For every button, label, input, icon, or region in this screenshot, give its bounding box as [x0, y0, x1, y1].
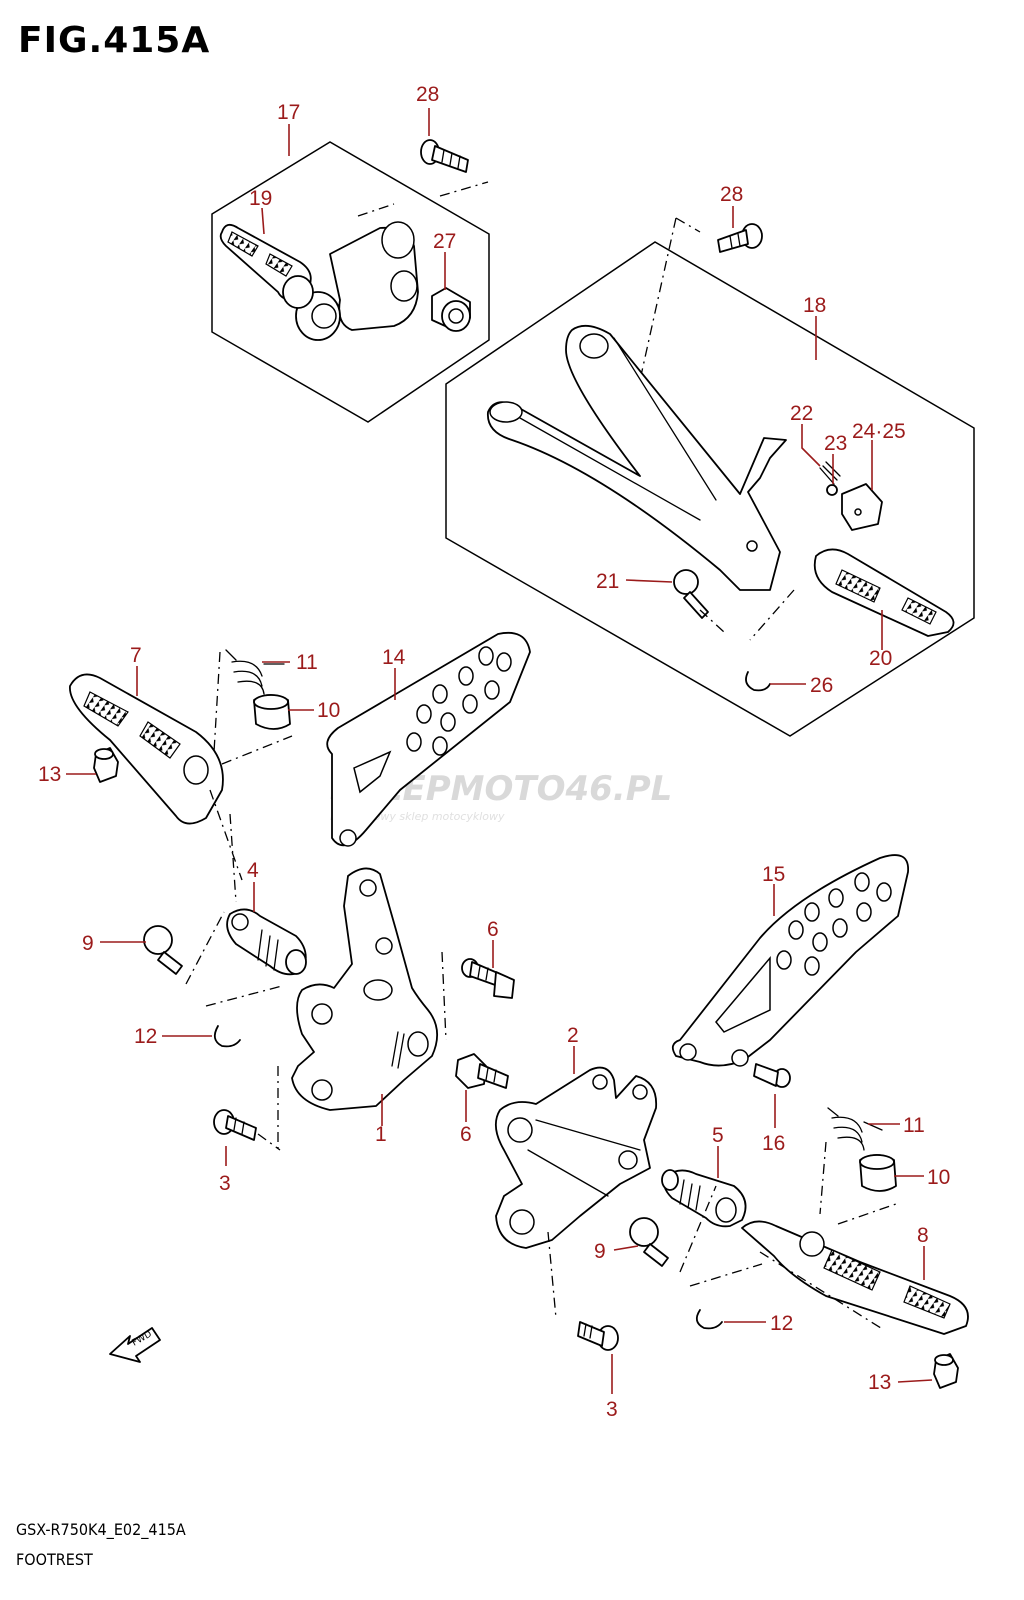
model-code: GSX-R750K4_E02_415A — [16, 1520, 186, 1539]
callout-24-25: 24·25 — [852, 420, 906, 443]
cap-13-left — [93, 747, 119, 783]
callout-3-left: 3 — [219, 1172, 231, 1195]
callout-14: 14 — [382, 646, 406, 669]
callout-26: 26 — [810, 674, 833, 697]
callout-18: 18 — [803, 294, 826, 317]
callout-12-left: 12 — [134, 1025, 157, 1048]
heel-plate-15 — [671, 854, 909, 1067]
figure-title: FIG.415A — [18, 20, 211, 61]
kit-box-17 — [211, 139, 490, 423]
callout-1: 1 — [375, 1123, 387, 1146]
footrest-bracket-18 — [487, 324, 787, 591]
callout-8: 8 — [917, 1224, 929, 1247]
bushing-27 — [431, 287, 471, 332]
footpeg-8 — [741, 1220, 969, 1335]
callout-4: 4 — [247, 859, 259, 882]
callout-3-right: 3 — [606, 1398, 618, 1421]
cap-13-right — [933, 1353, 959, 1389]
pivot-5-pin-9-clip-12-right — [629, 1169, 763, 1330]
bolt-6-lower — [455, 1053, 509, 1089]
leader-lines — [66, 108, 933, 1394]
plate-24-25 — [841, 483, 883, 531]
spring-11-left — [225, 649, 285, 695]
fwd-arrow-icon: FWD — [109, 1327, 161, 1363]
callout-10-left: 10 — [317, 699, 340, 722]
section-name: FOOTREST — [16, 1550, 93, 1569]
callout-11-right: 11 — [903, 1114, 925, 1137]
callout-21: 21 — [596, 570, 619, 593]
callout-13-left: 13 — [38, 763, 61, 786]
bolt-16 — [753, 1063, 791, 1088]
callout-5: 5 — [712, 1124, 724, 1147]
callout-16: 16 — [762, 1132, 785, 1155]
bolt-28-right — [639, 217, 763, 381]
callout-6-lower: 6 — [460, 1123, 472, 1146]
callout-6-upper: 6 — [487, 918, 499, 941]
callout-22: 22 — [790, 402, 813, 425]
bolt-28-top — [420, 139, 489, 197]
callout-7: 7 — [130, 644, 142, 667]
collar-10-left — [253, 694, 291, 730]
callout-13-right: 13 — [868, 1371, 891, 1394]
left-footpeg-assembly — [69, 649, 293, 903]
bolt-3-left — [213, 1109, 281, 1151]
clip-26 — [745, 671, 771, 692]
callout-19: 19 — [249, 187, 272, 210]
callout-27: 27 — [433, 230, 456, 253]
callout-2: 2 — [567, 1024, 579, 1047]
kit-box-18 — [445, 217, 975, 737]
footpeg-20 — [749, 548, 955, 641]
bolt-6-upper — [461, 958, 515, 999]
callout-28-top: 28 — [416, 83, 439, 106]
callout-23: 23 — [824, 432, 847, 455]
heel-plate-14 — [326, 631, 531, 847]
pin-21 — [673, 569, 725, 633]
spring-22-ball-23 — [819, 461, 841, 496]
bracket-2 — [494, 1066, 658, 1319]
main-bracket-1 — [277, 867, 447, 1150]
callout-9-left: 9 — [82, 932, 94, 955]
callout-10-right: 10 — [927, 1166, 950, 1189]
callout-20: 20 — [869, 647, 892, 670]
callout-numbers: 28 17 19 27 28 18 22 23 24·25 21 20 26 7… — [38, 83, 950, 1421]
callout-17: 17 — [277, 101, 300, 124]
callout-28-right: 28 — [720, 183, 743, 206]
callout-15: 15 — [762, 863, 785, 886]
bolt-3-right — [577, 1321, 619, 1351]
rear-peg-bracket — [282, 203, 419, 341]
spring-11-collar-10-right — [819, 1107, 897, 1225]
pivot-4-pin-9-clip-12-left — [143, 908, 307, 1048]
callout-9-right: 9 — [594, 1240, 606, 1263]
callout-11-left: 11 — [296, 651, 318, 674]
callout-12-right: 12 — [770, 1312, 793, 1335]
